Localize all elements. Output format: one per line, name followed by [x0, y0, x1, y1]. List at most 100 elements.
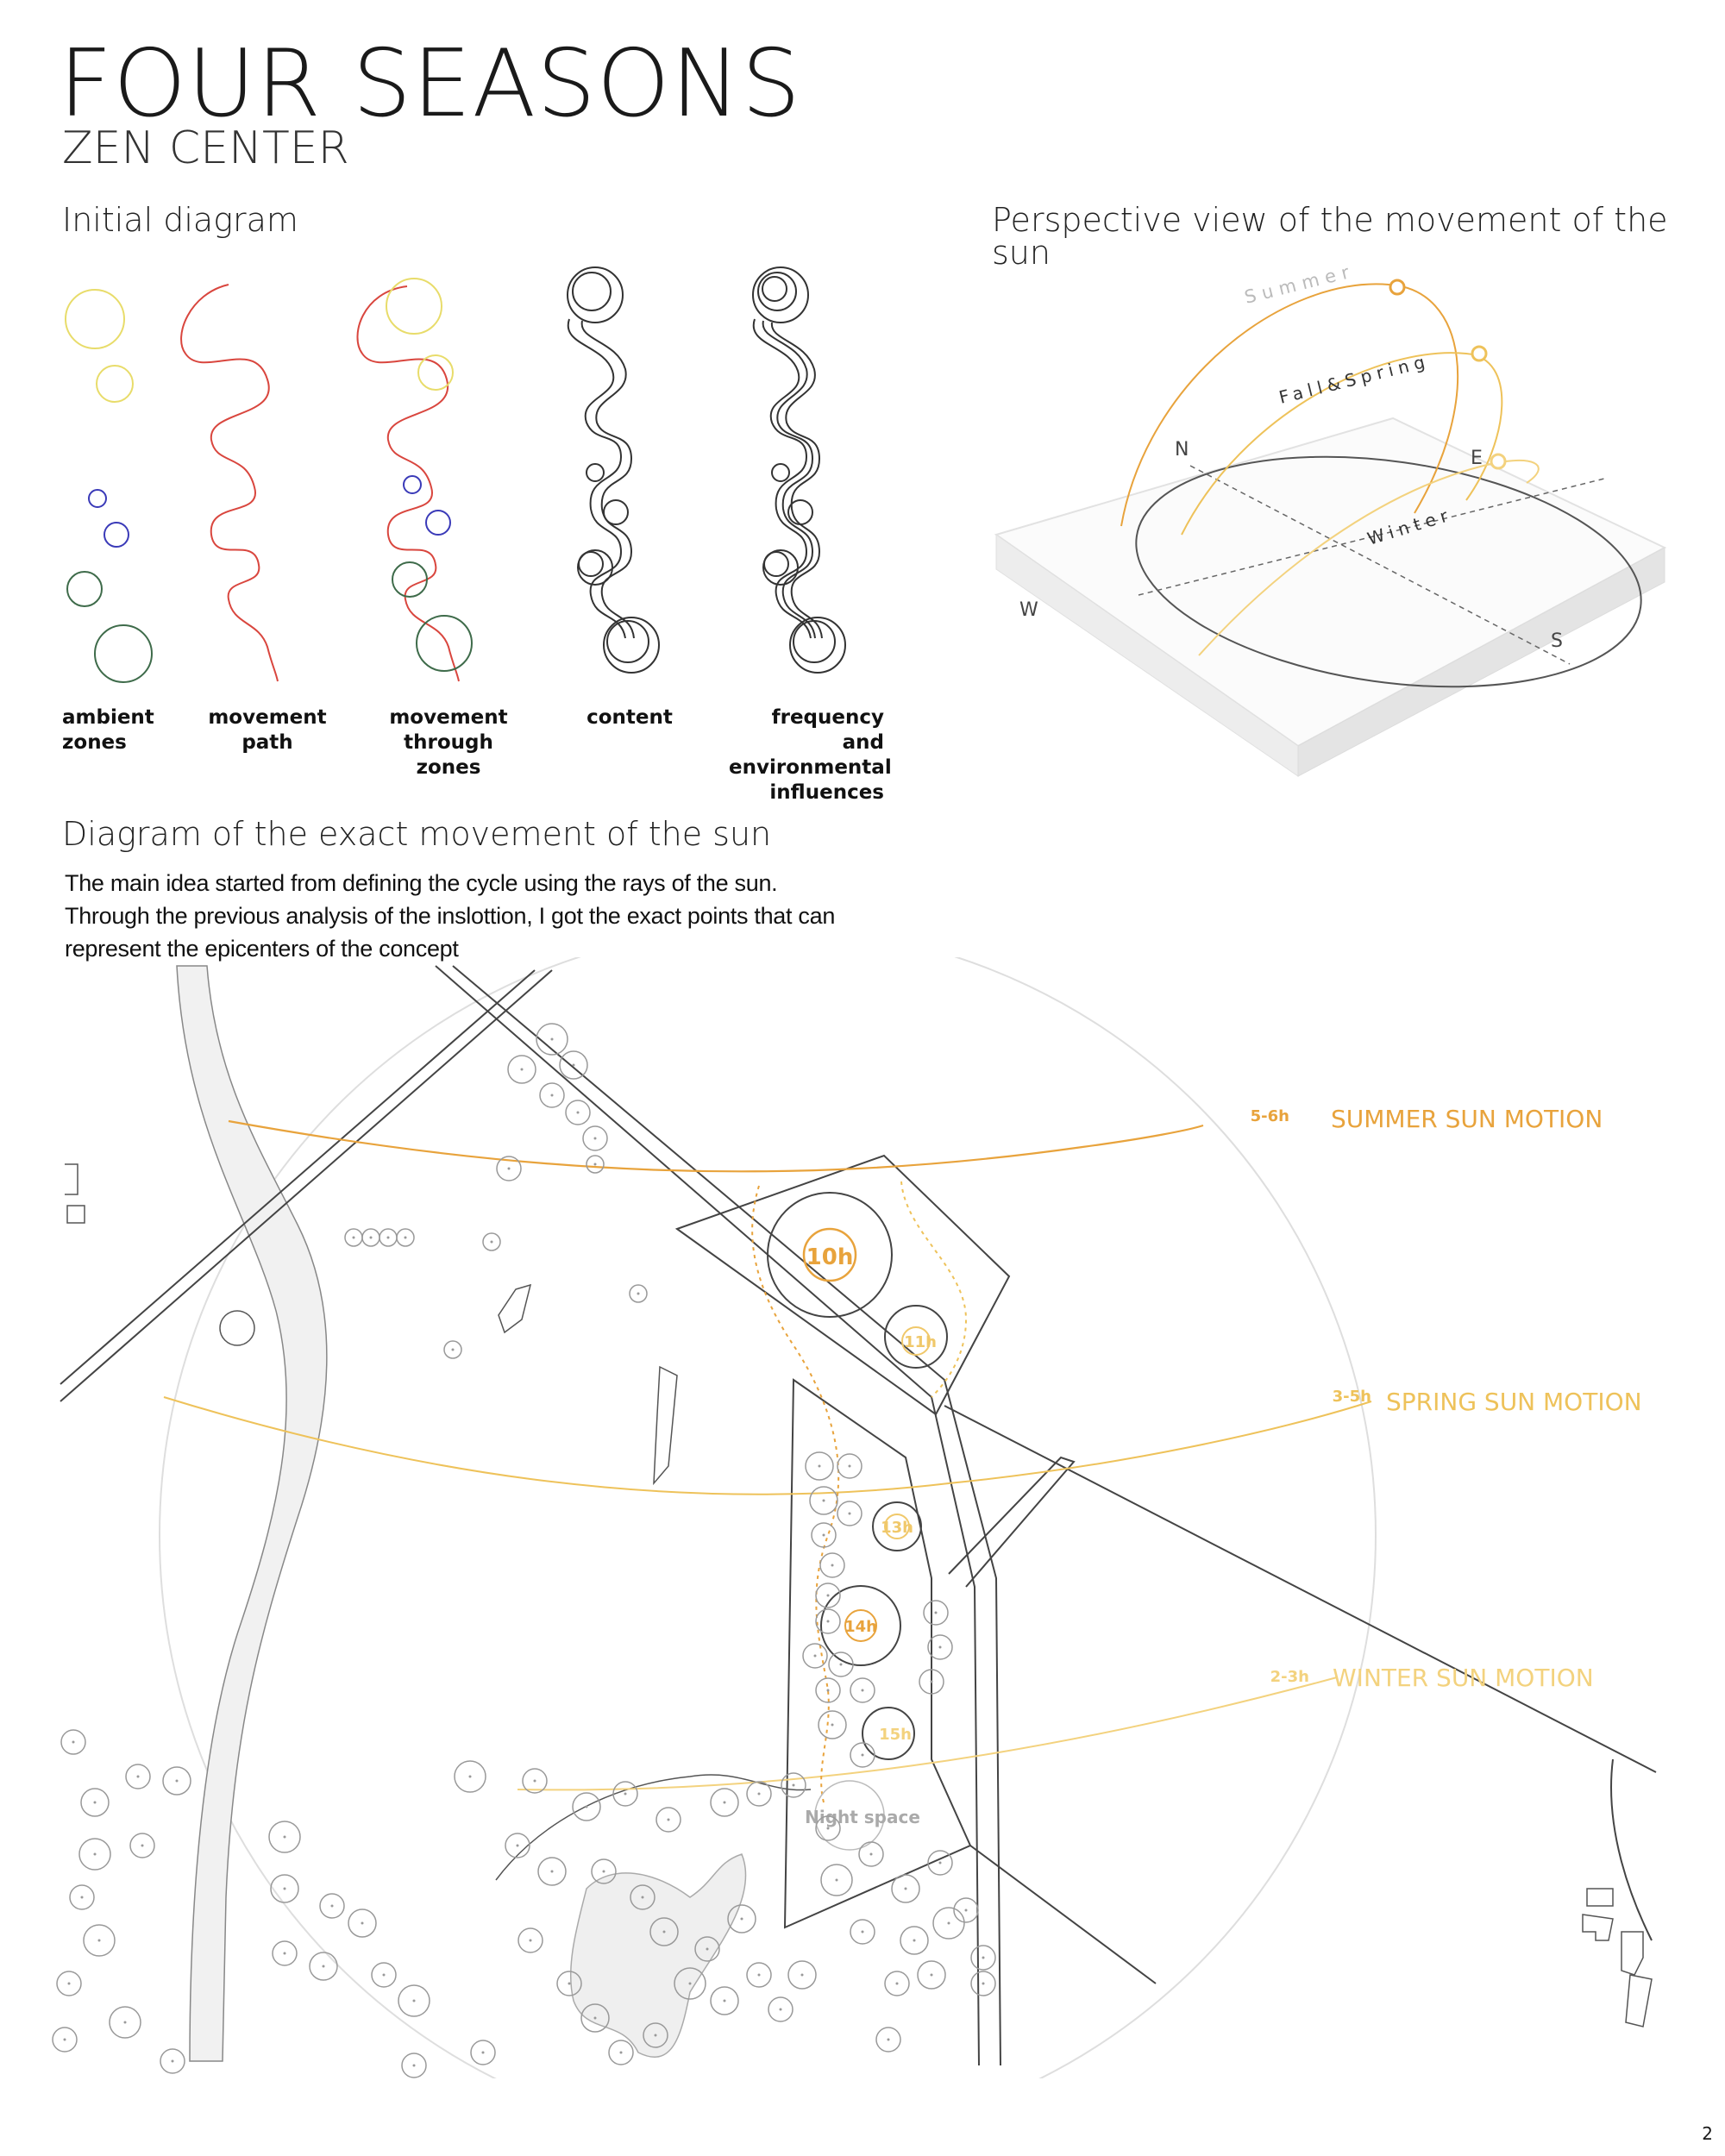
tree-center — [982, 1983, 985, 1985]
river — [177, 966, 327, 2061]
summer-sun-label: SUMMER SUN MOTION — [1331, 1105, 1603, 1133]
tree-center — [741, 1918, 743, 1921]
initial-diagram — [52, 259, 906, 690]
tree-center — [827, 1827, 830, 1830]
tree-center — [413, 2065, 416, 2067]
tree-center — [793, 1784, 795, 1787]
compass-n: N — [1175, 439, 1189, 461]
site-plan: 10h 11h 13h 14h 15h Night space 5-6h SUM… — [0, 957, 1725, 2078]
tree-center — [819, 1465, 821, 1468]
tree-center — [81, 1896, 84, 1899]
tree-center — [823, 1534, 825, 1537]
tree-center — [141, 1845, 144, 1847]
compass-s: S — [1551, 630, 1563, 652]
tree-center — [284, 1888, 286, 1890]
frequency-drawing — [753, 267, 845, 673]
tree-center — [577, 1112, 580, 1114]
tree-center — [888, 2039, 890, 2041]
tree-center — [620, 2052, 623, 2054]
tree-center — [831, 1564, 834, 1567]
tree-center — [814, 1655, 817, 1658]
tree-center — [849, 1513, 851, 1515]
rock-1 — [499, 1285, 530, 1332]
spring-hours: 3-5h — [1333, 1388, 1371, 1406]
tree-center — [586, 1806, 588, 1808]
tree-center — [668, 1819, 670, 1821]
tree-center — [965, 1909, 968, 1912]
movement-path-drawing — [181, 285, 278, 681]
tree-center — [758, 1793, 761, 1796]
tree-center — [831, 1724, 834, 1727]
tree-center — [284, 1952, 286, 1955]
time-marker-14h: 14h — [844, 1618, 877, 1636]
winter-sun-label: WINTER SUN MOTION — [1333, 1664, 1594, 1692]
tree-center — [939, 1646, 942, 1649]
tree-center — [72, 1741, 75, 1744]
tree-center — [517, 1845, 519, 1847]
tree-center — [637, 1293, 640, 1295]
tree-center — [840, 1664, 843, 1666]
tree-center — [801, 1974, 804, 1977]
tree-center — [931, 1974, 933, 1977]
tree-center — [836, 1879, 838, 1882]
tree-center — [603, 1871, 605, 1873]
tree-center — [405, 1237, 407, 1239]
lower-pavilion — [785, 1380, 970, 1927]
spring-sun-label: SPRING SUN MOTION — [1386, 1388, 1642, 1416]
tree-center — [931, 1681, 933, 1683]
tree-center — [827, 1689, 830, 1692]
compass-w: W — [1019, 599, 1038, 621]
tree-center — [594, 2017, 597, 2020]
tree-center — [64, 2039, 66, 2041]
tree-center — [573, 1064, 575, 1067]
caption-movement-through-zones: movementthrough zones — [375, 705, 522, 780]
tree-center — [124, 2021, 127, 2024]
ambient-zones-drawing — [66, 290, 152, 682]
time-marker-13h: 13h — [881, 1519, 913, 1537]
tree-center — [655, 2034, 657, 2037]
tree-center — [706, 1948, 709, 1951]
tree-center — [94, 1802, 97, 1804]
tree-center — [594, 1138, 597, 1140]
tree-center — [594, 1163, 597, 1166]
spring-sun-line — [164, 1397, 1371, 1495]
tree-center — [758, 1974, 761, 1977]
tree-center — [551, 1038, 554, 1041]
tree-center — [982, 1957, 985, 1959]
tree-center — [370, 1237, 373, 1239]
tree-center — [491, 1241, 493, 1244]
site-slab — [996, 418, 1665, 746]
initial-diagram-heading: Initial diagram — [62, 204, 298, 236]
tree-center — [724, 1802, 726, 1804]
rock-2 — [654, 1367, 677, 1483]
summer-sun-icon — [1390, 280, 1404, 294]
tree-center — [939, 1862, 942, 1865]
tree-center — [521, 1069, 524, 1071]
summer-hours: 5-6h — [1251, 1107, 1289, 1125]
tree-center — [568, 1983, 571, 1985]
tree-center — [551, 1871, 554, 1873]
content-drawing — [568, 267, 659, 673]
page-title: FOUR SEASONS — [59, 38, 801, 131]
tree-center — [823, 1500, 825, 1502]
tree-center — [913, 1940, 916, 1942]
rock-3 — [220, 1311, 254, 1345]
tree-center — [508, 1168, 511, 1170]
tree-center — [98, 1940, 101, 1942]
tree-center — [935, 1612, 938, 1614]
compass-e: E — [1471, 448, 1483, 469]
tree-center — [94, 1853, 97, 1856]
pond — [571, 1854, 746, 2057]
tree-center — [948, 1922, 950, 1925]
fall-spring-arc-label: Fall&Spring — [1276, 350, 1432, 408]
tree-center — [624, 1793, 627, 1796]
tree-center — [862, 1689, 864, 1692]
tree-center — [387, 1237, 390, 1239]
tree-center — [905, 1888, 907, 1890]
tree-center — [452, 1349, 455, 1351]
site-boundary-circle — [160, 957, 1376, 2078]
tree-center — [68, 1983, 71, 1985]
tree-center — [551, 1094, 554, 1097]
